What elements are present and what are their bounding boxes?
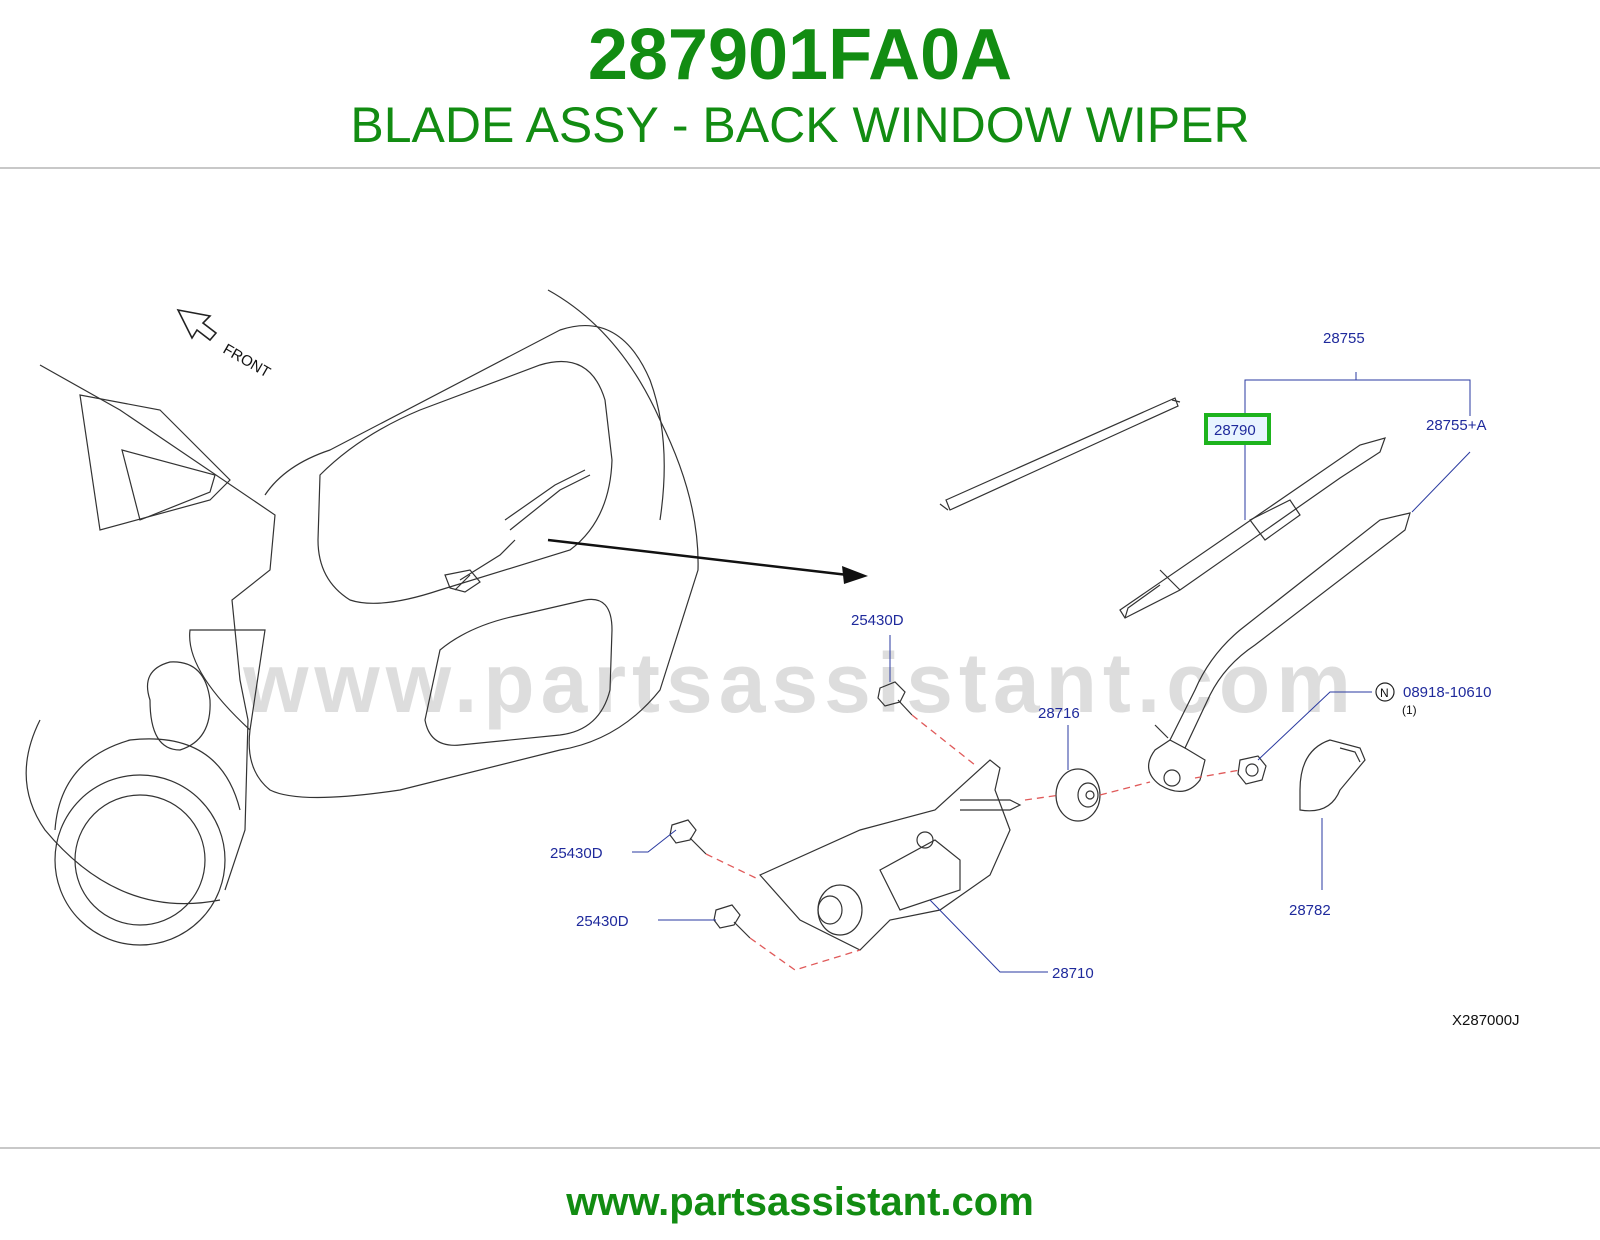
parts-diagram: FRONT (25, 289, 1520, 1029)
label-08918-qty: (1) (1402, 703, 1417, 717)
bolt-mid-drawing (669, 819, 707, 855)
label-28710[interactable]: 28710 (1052, 965, 1094, 982)
arm-cap-drawing (1299, 739, 1366, 812)
wiper-motor-drawing (759, 759, 1022, 951)
grommet-drawing (1055, 768, 1101, 822)
label-28790[interactable]: 28790 (1214, 422, 1256, 439)
callout-leader-lines (632, 372, 1471, 973)
label-28782[interactable]: 28782 (1289, 902, 1331, 919)
footer-divider (0, 1147, 1600, 1149)
assembly-dashed-lines (705, 714, 1241, 971)
label-25430d-bottom[interactable]: 25430D (576, 913, 629, 930)
page-header: 287901FA0A BLADE ASSY - BACK WINDOW WIPE… (0, 0, 1600, 168)
bolt-top-drawing (877, 681, 913, 716)
label-28755[interactable]: 28755 (1323, 330, 1365, 347)
label-28716[interactable]: 28716 (1038, 705, 1080, 722)
label-25430d-top[interactable]: 25430D (851, 612, 904, 629)
label-28755-a[interactable]: 28755+A (1426, 417, 1486, 434)
part-name-subtitle: BLADE ASSY - BACK WINDOW WIPER (350, 97, 1250, 153)
wiper-arm-drawing (1148, 512, 1411, 792)
front-label: FRONT (220, 341, 273, 382)
highlight-box (1204, 413, 1271, 445)
label-08918-10610[interactable]: 08918-10610 (1403, 684, 1491, 701)
n-symbol-circle (1375, 682, 1395, 702)
bolt-bottom-drawing (713, 904, 751, 939)
n-symbol: N (1380, 686, 1389, 700)
detail-pointer-arrow (547, 538, 868, 584)
blade-refill-drawing (939, 397, 1181, 511)
front-direction-arrow: FRONT (176, 308, 273, 382)
wiper-blade-drawing (1119, 437, 1386, 619)
callout-labels: 28755 28790 28755+A 25430D 28716 N 08918… (550, 330, 1520, 1029)
label-25430d-mid[interactable]: 25430D (550, 845, 603, 862)
header-divider (0, 167, 1600, 169)
vehicle-rear-drawing (25, 289, 699, 946)
diagram-code: X287000J (1452, 1012, 1520, 1029)
footer-url[interactable]: www.partsassistant.com (566, 1180, 1034, 1224)
nut-drawing (1237, 755, 1267, 785)
part-number-title: 287901FA0A (587, 15, 1013, 95)
